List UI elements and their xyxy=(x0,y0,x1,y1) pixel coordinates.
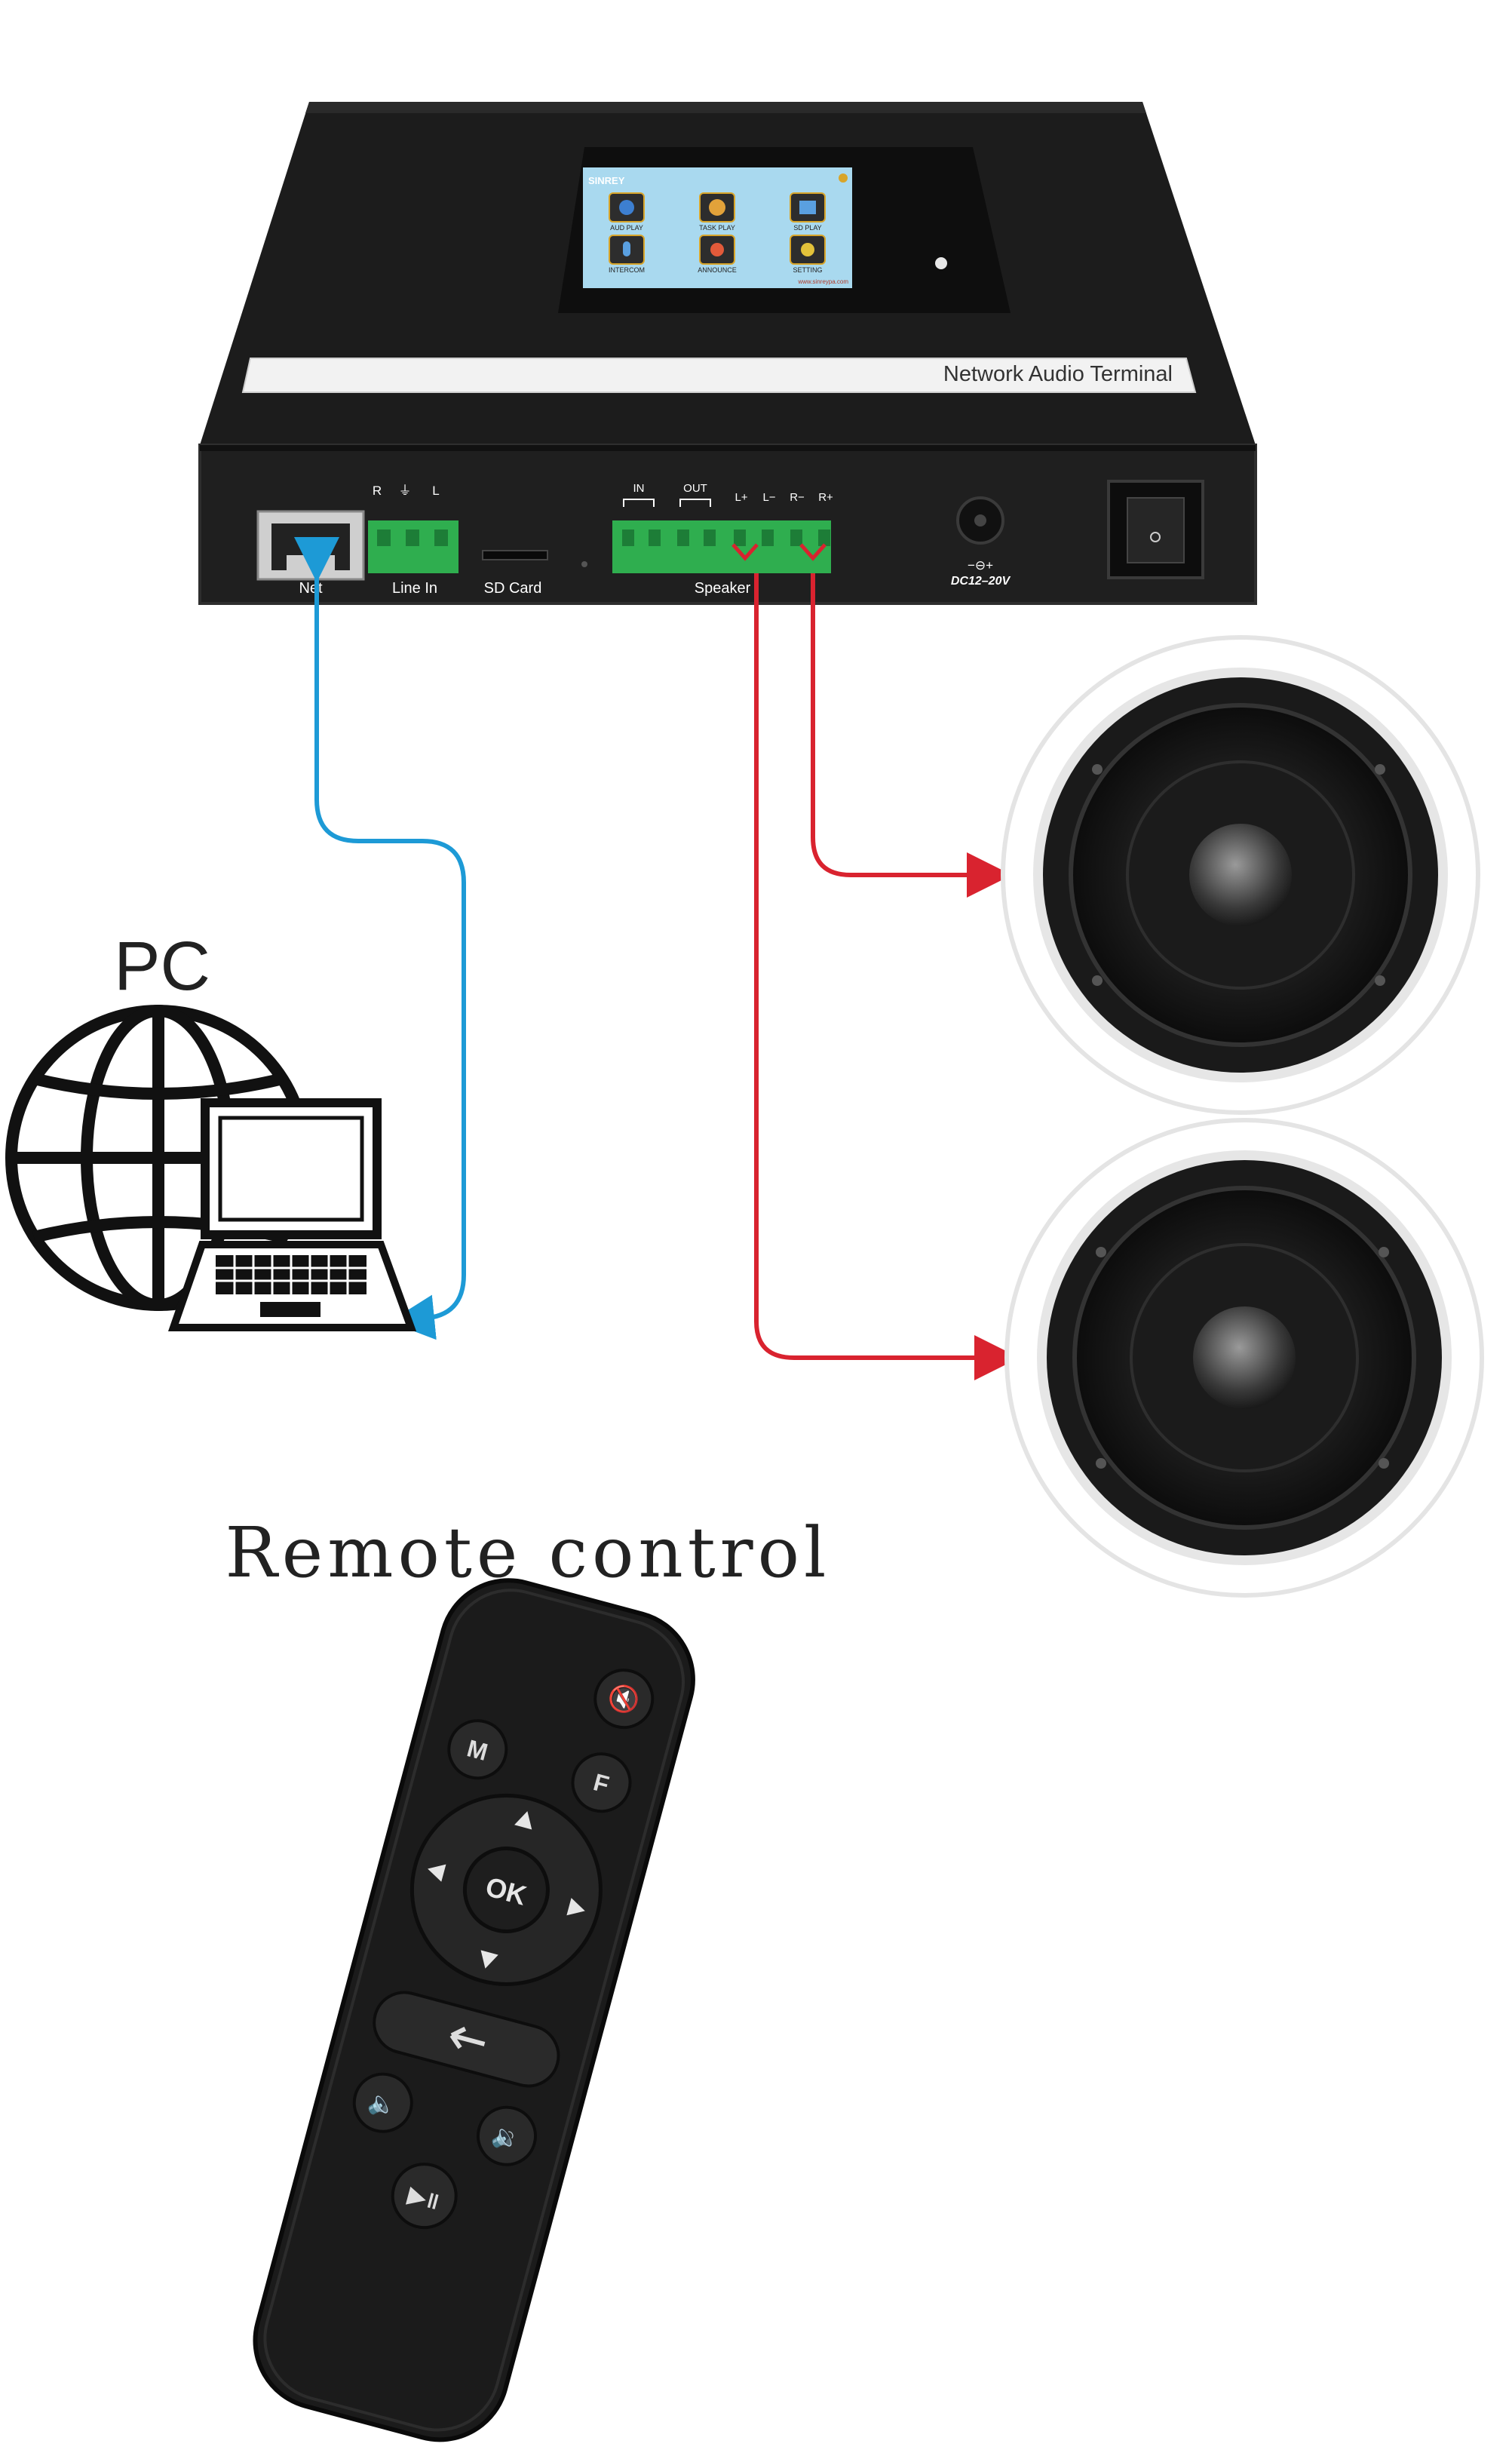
mute-button[interactable] xyxy=(589,1664,659,1734)
line-in-pin-label: ⏚ xyxy=(399,484,412,498)
line-in-pin-label: R xyxy=(373,484,382,498)
laptop-icon xyxy=(167,1098,417,1331)
dc-label: DC12–20V xyxy=(951,575,1011,588)
volume-down-button[interactable] xyxy=(348,2068,418,2138)
net-label: Net xyxy=(299,580,323,597)
f-button[interactable] xyxy=(566,1748,636,1818)
label-strip xyxy=(241,358,1197,393)
speaker-pin-label: L− xyxy=(762,491,775,504)
device-label: Network Audio Terminal xyxy=(943,362,1173,386)
in-label: IN xyxy=(633,482,645,495)
screen-footer: www.sinreypa.com xyxy=(797,278,848,285)
remote-control: 🔇 M F OK 🔈 🔉 ▶॥ xyxy=(253,1578,695,2442)
indicator-light xyxy=(935,257,947,269)
line-in-pin-label: L xyxy=(432,484,439,498)
play-pause-button[interactable] xyxy=(385,2157,463,2235)
ceiling-speaker-2 xyxy=(1004,1118,1484,1598)
line-in-label: Line In xyxy=(392,580,437,597)
ok-button[interactable] xyxy=(455,1839,557,1941)
speaker-pin-label: R− xyxy=(790,491,805,504)
sd-card-label: SD Card xyxy=(484,580,542,597)
up-arrow-icon[interactable] xyxy=(514,1809,536,1830)
m-button[interactable] xyxy=(443,1715,513,1785)
screen-status-icon xyxy=(839,173,848,183)
screen-brand: SINREY xyxy=(588,175,625,186)
back-icon xyxy=(449,2026,486,2049)
speaker-label: Speaker xyxy=(695,580,751,597)
network-cable xyxy=(294,537,466,1340)
line-in-terminal xyxy=(368,520,459,573)
pc-label: PC xyxy=(114,928,210,1005)
right-arrow-icon[interactable] xyxy=(566,1898,587,1920)
out-label: OUT xyxy=(683,482,707,495)
ceiling-speaker-1 xyxy=(1001,635,1480,1115)
screen-tiles: AUD PLAY TASK PLAY SD PLAY INTERCOM ANNO… xyxy=(609,192,848,285)
dc-polarity: −⊖+ xyxy=(968,558,993,573)
tile-label: ANNOUNCE xyxy=(698,266,737,274)
left-arrow-icon[interactable] xyxy=(425,1860,446,1882)
tile-label: SETTING xyxy=(793,266,822,274)
volume-up-button[interactable] xyxy=(471,2101,541,2171)
speaker-pin-label: L+ xyxy=(735,491,747,504)
tile-label: INTERCOM xyxy=(609,266,645,274)
remote-label: Remote control xyxy=(225,1512,831,1593)
tile-label: TASK PLAY xyxy=(699,224,735,232)
speaker-cables xyxy=(754,573,1020,1380)
tile-label: SD PLAY xyxy=(793,224,821,232)
sd-card-slot xyxy=(482,550,548,560)
speaker-terminal-block xyxy=(612,520,831,573)
down-arrow-icon[interactable] xyxy=(477,1950,498,1970)
speaker-pin-label: R+ xyxy=(818,491,833,504)
tile-label: AUD PLAY xyxy=(610,224,643,232)
network-audio-terminal: SINREY AUD PLAY TASK PLAY SD PLAY INTERC… xyxy=(198,102,1257,605)
touch-screen xyxy=(583,167,852,288)
